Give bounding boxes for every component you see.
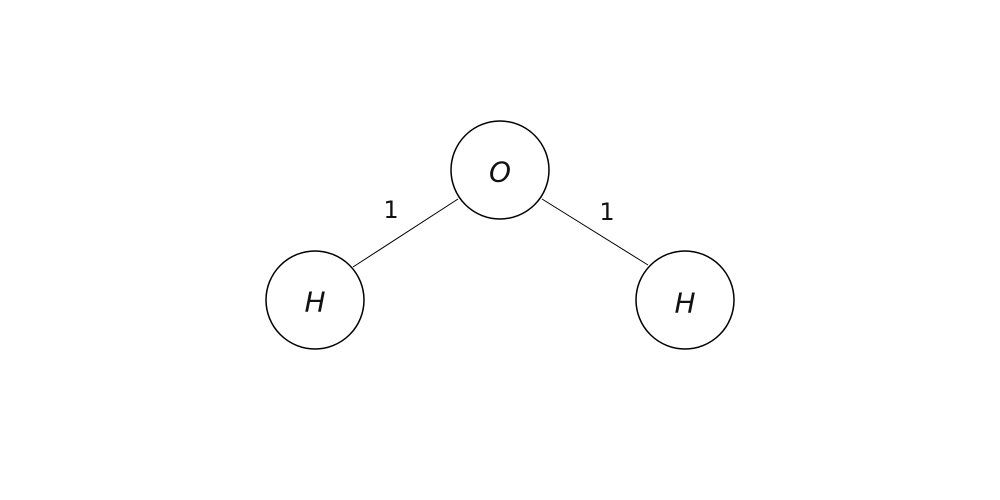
atom-hydrogen-right-label: H	[674, 287, 695, 320]
bond-label-left: 1	[383, 196, 398, 224]
atom-hydrogen-left: H	[265, 250, 365, 350]
bond-label-right: 1	[599, 198, 614, 226]
atom-hydrogen-left-circle	[265, 250, 365, 350]
atom-oxygen-circle	[450, 120, 550, 220]
atom-hydrogen-left-label: H	[304, 286, 325, 319]
atom-hydrogen-right: H	[635, 250, 735, 350]
atom-hydrogen-right-circle	[635, 250, 735, 350]
atom-oxygen: O	[450, 120, 550, 220]
bond-o-h-left	[352, 198, 459, 268]
atom-oxygen-label: O	[489, 156, 511, 189]
bond-o-h-right	[541, 198, 649, 266]
